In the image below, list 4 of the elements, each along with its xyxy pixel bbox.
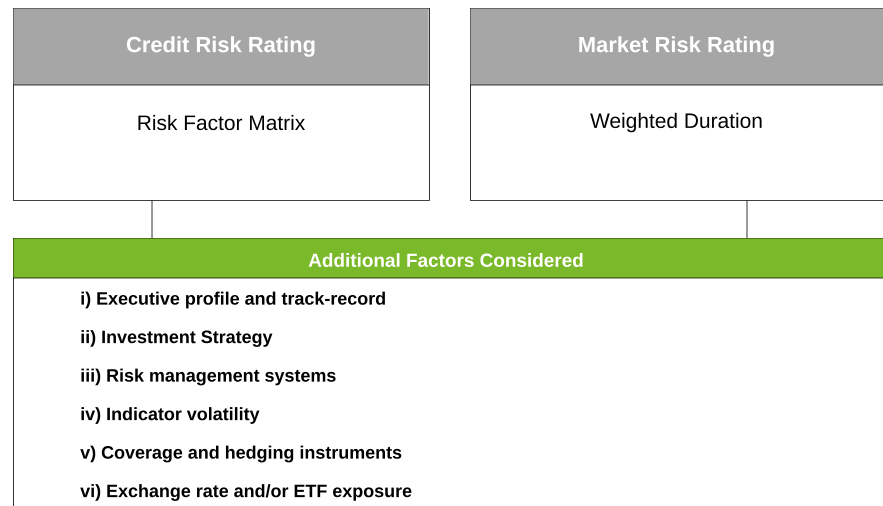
rating-box: Market Risk Rating Weighted Duration [470,8,883,201]
connector-line [746,200,748,238]
rating-box: Credit Risk Rating Risk Factor Matrix [12,8,430,201]
factor-list-box: Additional Factors Considered i) Executive profile and track-record ii) Investment Strategy iii) Risk management systems iv) Indicator volatility v) Coverage and hedging instruments vi) Exchange rate and/or ETF exposure [12,238,883,506]
